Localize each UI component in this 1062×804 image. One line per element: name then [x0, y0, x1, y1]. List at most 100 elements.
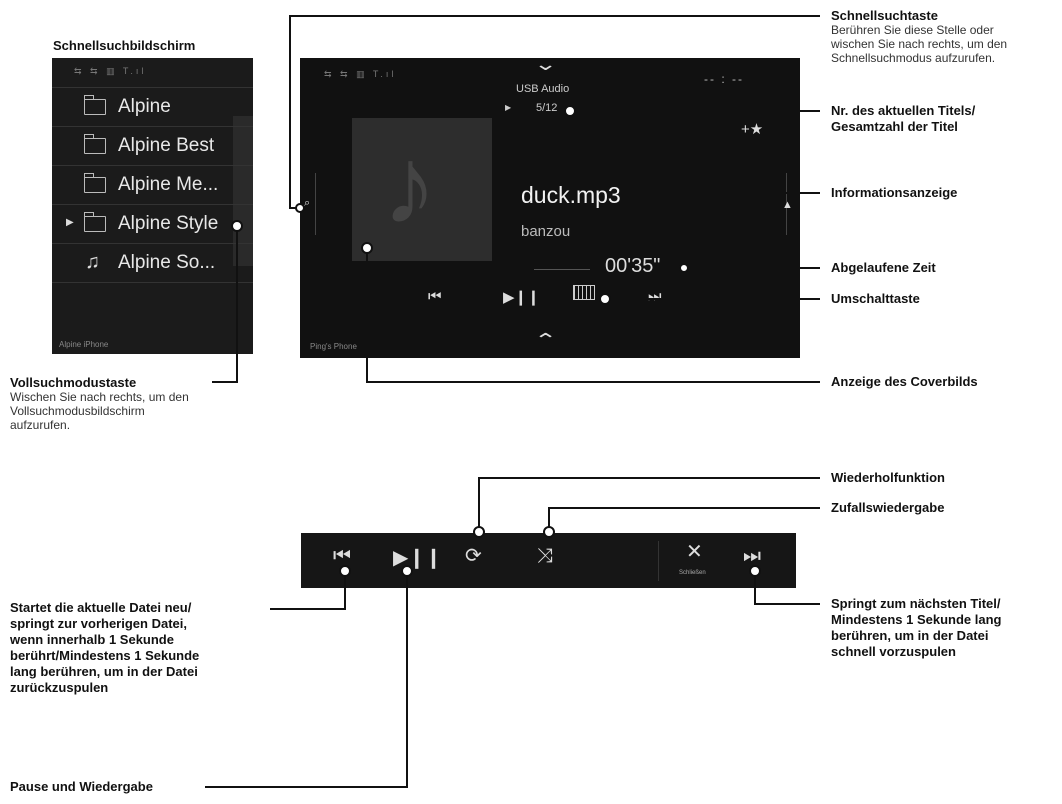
- callout-dot: [599, 293, 611, 305]
- up-arrow-icon[interactable]: ▲: [782, 199, 793, 211]
- leader-line-cover: [366, 252, 820, 383]
- callout-elapsed-time: Abgelaufene Zeit: [831, 260, 936, 275]
- folder-icon: [84, 134, 106, 154]
- callout-title: Springt zum nächsten Titel/: [831, 596, 1001, 611]
- callout-repeat: Wiederholfunktion: [831, 470, 945, 485]
- callout-info-display: Informationsanzeige: [831, 185, 958, 200]
- callout-previous-track: Startet die aktuelle Datei neu/ springt …: [10, 600, 199, 696]
- chevron-down-icon[interactable]: ⌄: [533, 54, 558, 74]
- folder-icon: [84, 212, 106, 232]
- callout-desc: Berühren Sie diese Stelle oder: [831, 23, 994, 37]
- list-item-label: Alpine Best: [118, 135, 215, 156]
- callout-next-track: Springt zum nächsten Titel/ Mindestens 1…: [831, 596, 1002, 660]
- callout-quick-search-key: Schnellsuchtaste Berühren Sie diese Stel…: [831, 8, 1007, 65]
- callout-title: zurückzuspulen: [10, 680, 109, 695]
- list-item[interactable]: Alpine Me...: [52, 165, 253, 205]
- leader-line-repeat: [478, 477, 820, 532]
- music-note-icon: ♪: [382, 124, 437, 247]
- callout-desc: wischen Sie nach rechts, um den: [831, 37, 1008, 51]
- list-item-label: Alpine Style: [118, 213, 219, 234]
- status-bar: ⇆ ⇆ ▥ T.ıl: [74, 66, 147, 76]
- list-item[interactable]: ♫ Alpine So...: [52, 243, 253, 283]
- play-indicator-icon: ▶: [66, 217, 74, 228]
- callout-dot: [231, 220, 243, 232]
- callout-title: Mindestens 1 Sekunde lang: [831, 612, 1002, 627]
- callout-title: wenn innerhalb 1 Sekunde: [10, 632, 174, 647]
- callout-title: springt zur vorherigen Datei,: [10, 616, 187, 631]
- callout-title: lang berühren, um in der Datei: [10, 664, 198, 679]
- quick-search-screen: ⇆ ⇆ ▥ T.ıl Alpine Alpine Best Alpine Me.…: [52, 58, 253, 354]
- list-item-label: Alpine: [118, 96, 171, 117]
- callout-desc: Schnellsuchmodus aufzurufen.: [831, 51, 996, 65]
- close-label: Schließen: [679, 570, 706, 576]
- list-item-label: Alpine So...: [118, 252, 216, 273]
- next-track-icon[interactable]: ⏭: [743, 545, 761, 567]
- side-divider: [786, 173, 787, 235]
- divider: [658, 541, 659, 581]
- callout-title: berühren, um in der Datei: [831, 628, 989, 643]
- callout-dot: [564, 105, 576, 117]
- chevron-up-icon[interactable]: ⌃: [533, 330, 558, 350]
- add-favorite-icon[interactable]: +★: [741, 121, 764, 138]
- quick-search-heading: Schnellsuchbildschirm: [53, 38, 196, 53]
- callout-title: Schnellsuchtaste: [831, 8, 938, 23]
- side-divider: [315, 173, 316, 235]
- callout-dot: [295, 203, 305, 213]
- previous-track-icon[interactable]: ⏮: [333, 545, 351, 567]
- clock: -- : --: [704, 72, 744, 86]
- switch-button[interactable]: [573, 285, 595, 300]
- progress-line: [534, 269, 590, 270]
- play-indicator-icon: ▶: [505, 103, 512, 112]
- info-bracket: [698, 141, 713, 249]
- close-icon[interactable]: ✕: [686, 541, 703, 563]
- callout-title: Startet die aktuelle Datei neu/: [10, 600, 192, 615]
- callout-track-number: Nr. des aktuellen Titels/ Gesamtzahl der…: [831, 103, 975, 135]
- callout-switch-key: Umschalttaste: [831, 291, 920, 306]
- leader-line-play: [205, 575, 408, 788]
- callout-dot: [401, 565, 413, 577]
- callout-dot: [543, 526, 555, 538]
- track-number: 5/12: [536, 102, 558, 114]
- list-item-label: Alpine Me...: [118, 174, 219, 195]
- callout-dot: [749, 565, 761, 577]
- callout-full-search-key: Vollsuchmodustaste Wischen Sie nach rech…: [10, 375, 189, 432]
- list-item[interactable]: Alpine: [52, 87, 253, 127]
- previous-track-icon[interactable]: ⏮: [428, 288, 442, 305]
- leader-line-next: [754, 575, 820, 605]
- leader-line-full-search: [212, 230, 238, 383]
- shuffle-icon[interactable]: ⤨: [537, 545, 553, 567]
- callout-desc: Wischen Sie nach rechts, um den: [10, 390, 189, 404]
- list-item[interactable]: ▶ Alpine Style: [52, 204, 253, 244]
- callout-title: Gesamtzahl der Titel: [831, 119, 958, 134]
- info-bracket-inner: [702, 146, 717, 244]
- search-icon[interactable]: ⌕: [304, 197, 311, 209]
- repeat-icon[interactable]: ⟳: [465, 545, 482, 567]
- callout-desc: aufzurufen.: [10, 418, 71, 432]
- leader-line-previous: [270, 575, 346, 610]
- control-bar: ⏮ ▶❙❙ ⟳ ⤨ ✕ Schließen ⏭: [301, 533, 796, 588]
- status-bar: ⇆ ⇆ ▥ T.ıl: [324, 69, 397, 79]
- callout-title: Nr. des aktuellen Titels/: [831, 103, 976, 118]
- track-title: duck.mp3: [521, 182, 621, 208]
- list-item[interactable]: Alpine Best: [52, 126, 253, 166]
- leader-line-shuffle: [548, 507, 820, 532]
- music-note-icon: ♫: [85, 251, 100, 273]
- callout-title: berührt/Mindestens 1 Sekunde: [10, 648, 200, 663]
- device-name: Alpine iPhone: [59, 340, 109, 349]
- callout-title: schnell vorzuspulen: [831, 644, 956, 659]
- list-item-empty: [52, 282, 253, 338]
- callout-dot: [473, 526, 485, 538]
- folder-icon: [84, 95, 106, 115]
- device-name: Ping's Phone: [310, 342, 357, 351]
- callout-title: Vollsuchmodustaste: [10, 375, 137, 390]
- callout-cover-display: Anzeige des Coverbilds: [831, 374, 978, 389]
- play-pause-icon[interactable]: ▶❙❙: [393, 547, 442, 569]
- elapsed-time: 00'35": [605, 255, 661, 277]
- next-track-icon[interactable]: ⏭: [648, 288, 662, 305]
- play-pause-icon[interactable]: ▶❙❙: [503, 289, 540, 306]
- source-label: USB Audio: [516, 83, 570, 95]
- artist-name: banzou: [521, 223, 571, 240]
- callout-dot: [339, 565, 351, 577]
- callout-shuffle: Zufallswiedergabe: [831, 500, 945, 515]
